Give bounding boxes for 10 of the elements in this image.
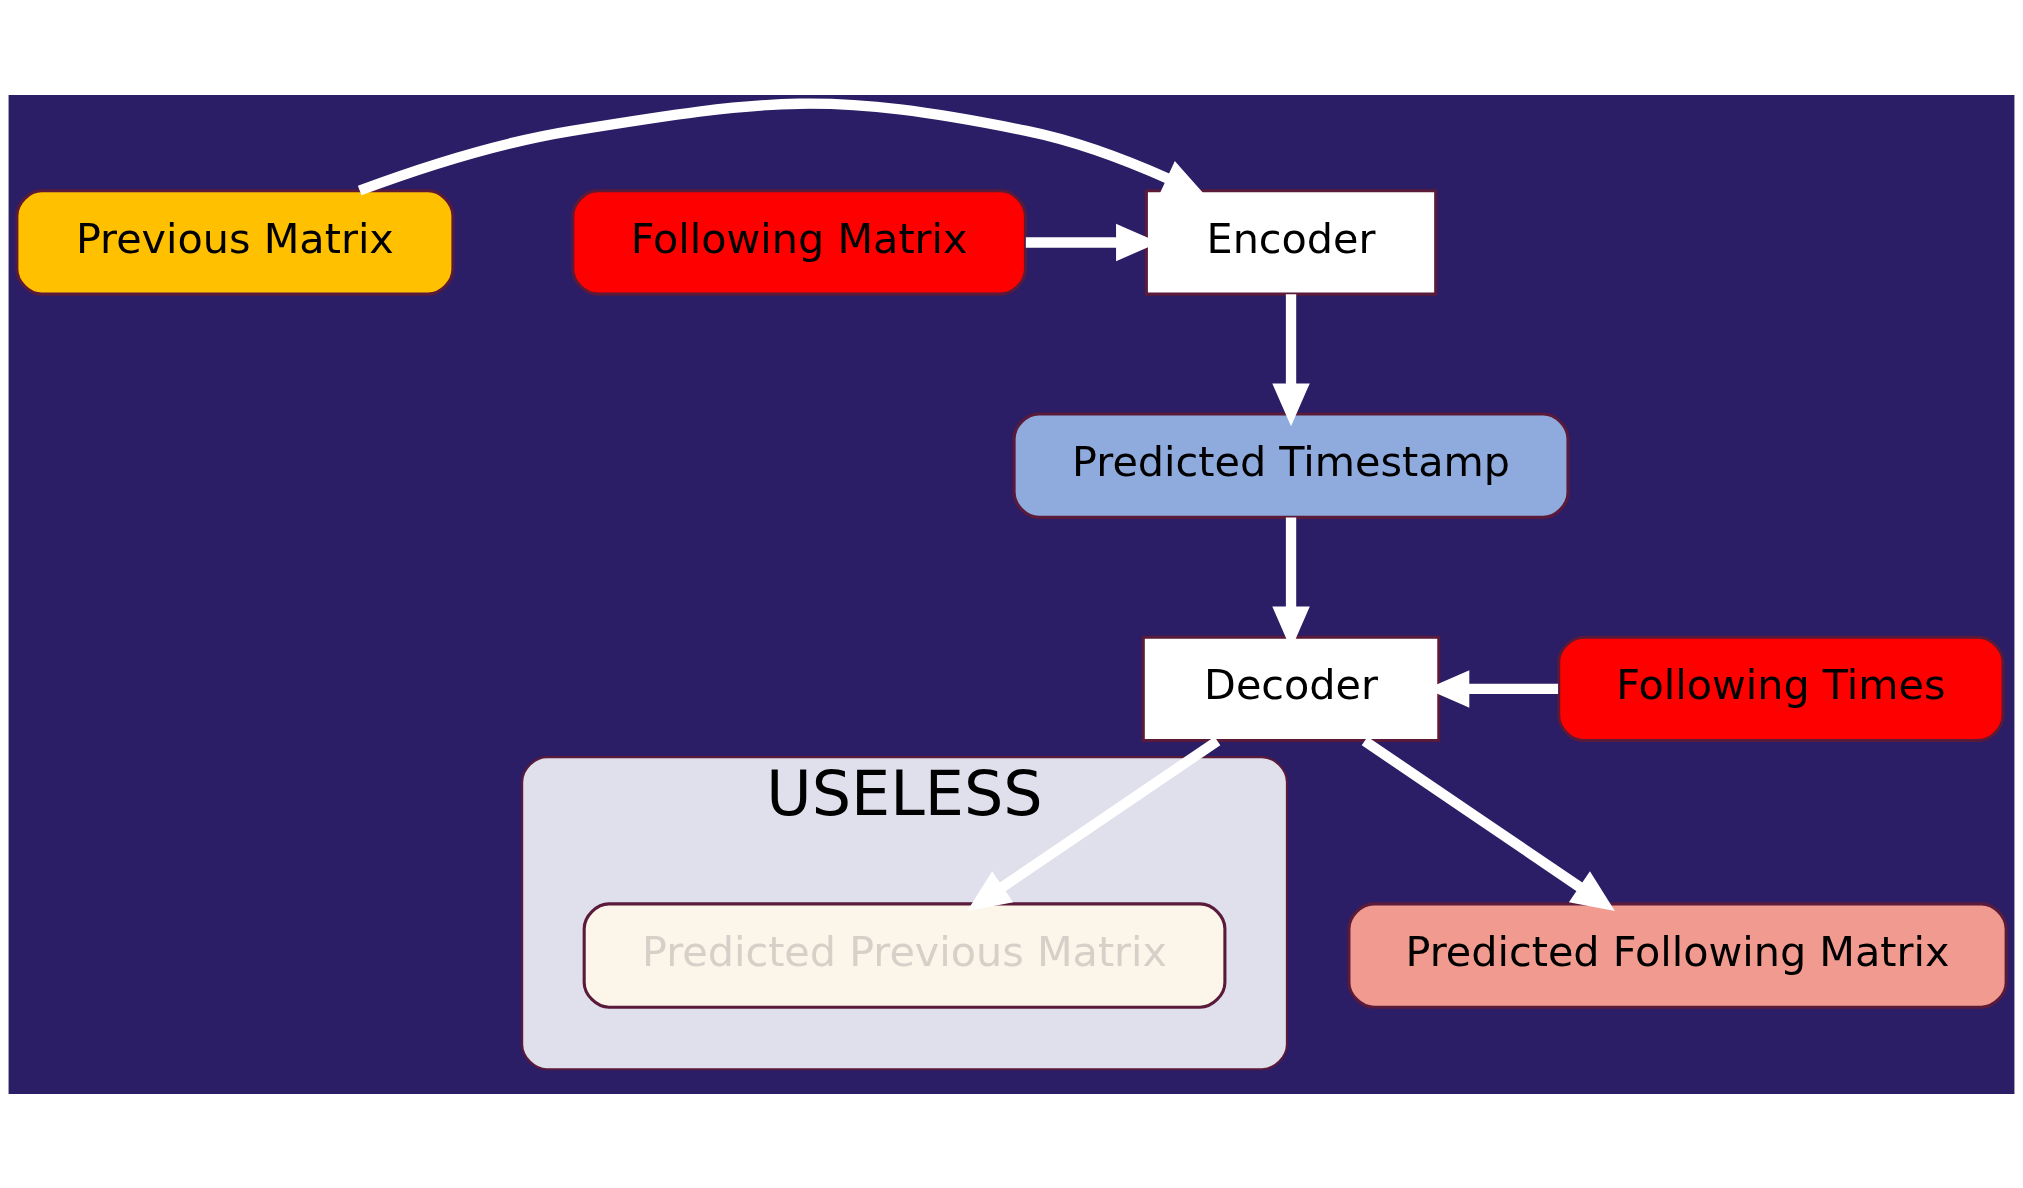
node-box: Previous Matrix: [15, 188, 455, 296]
arrow: [1272, 293, 1310, 426]
node-box: Predicted Following Matrix: [1347, 901, 2008, 1009]
node-box: Encoder: [1144, 188, 1438, 296]
node-box: Predicted Timestamp: [1012, 411, 1570, 519]
node-box: Following Matrix: [571, 188, 1027, 296]
node-box: Following Times: [1557, 635, 2005, 742]
arrow: [967, 736, 1221, 911]
arrow: [1361, 736, 1615, 911]
node-box: Decoder: [1141, 635, 1441, 742]
